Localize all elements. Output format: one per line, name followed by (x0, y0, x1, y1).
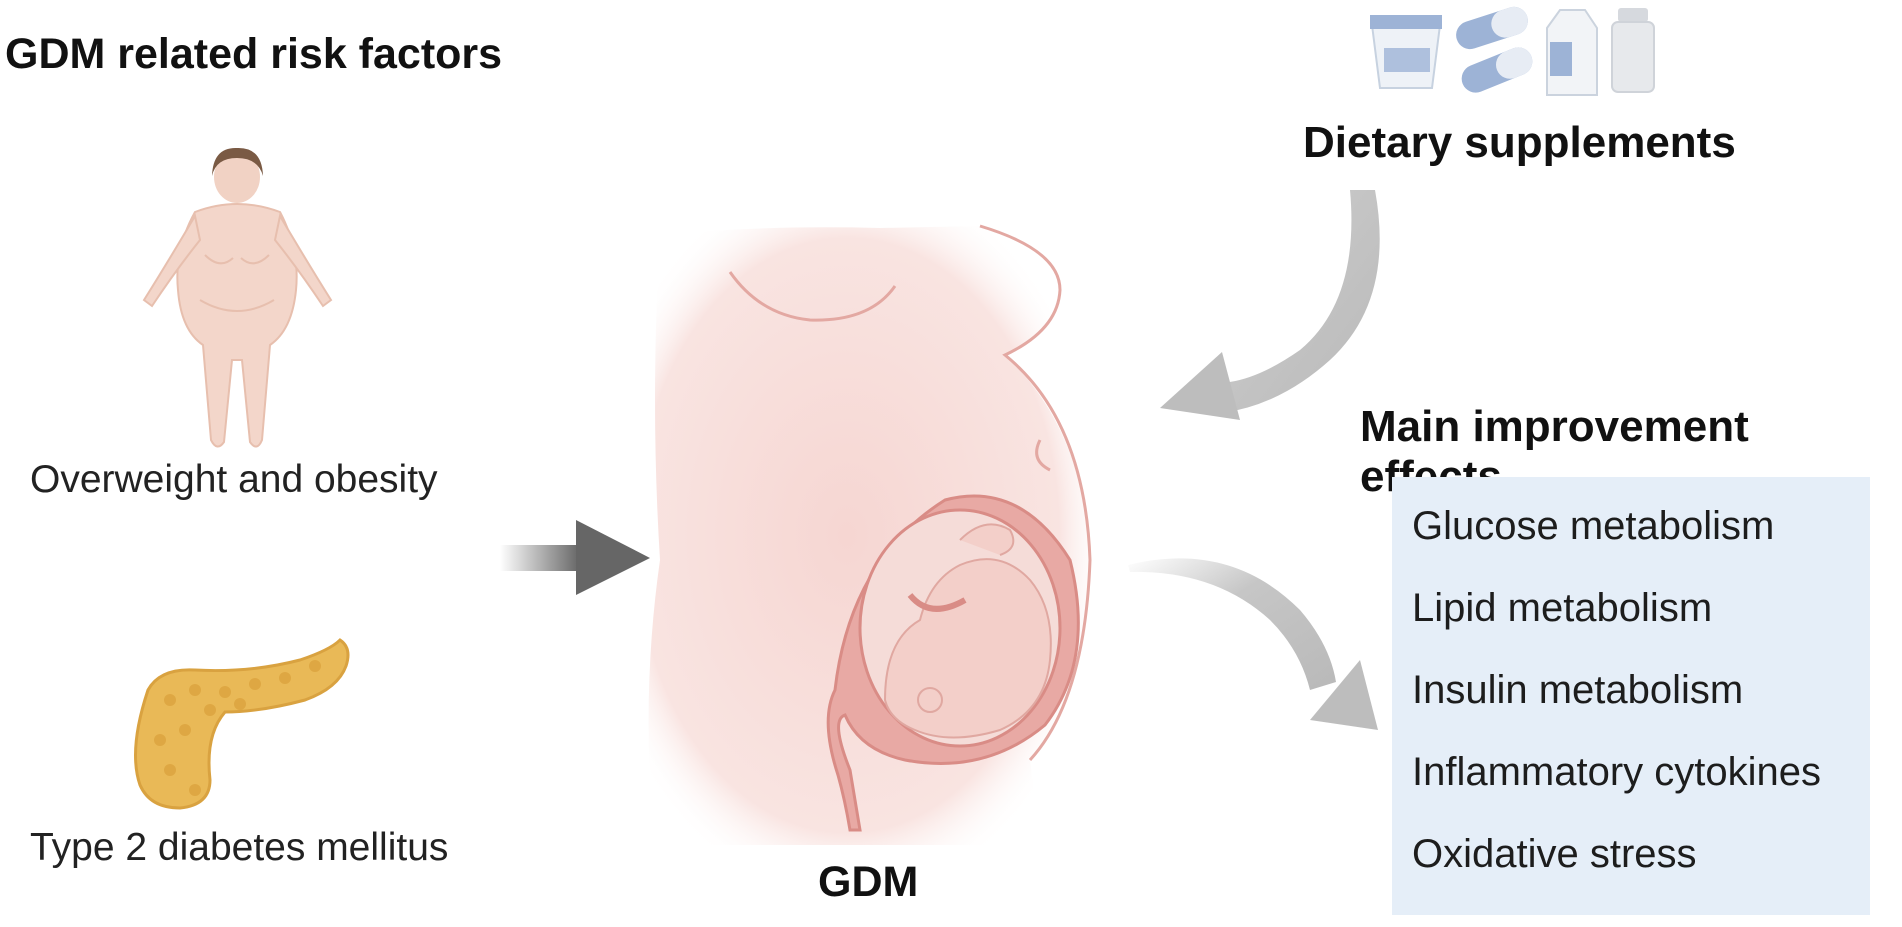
pancreas-icon (134, 638, 350, 810)
gdm-to-effects-arrow (1128, 558, 1378, 730)
risk-factor-label-obesity: Overweight and obesity (30, 458, 438, 501)
risk-to-gdm-arrow (500, 520, 650, 595)
risk-factors-title: GDM related risk factors (5, 30, 503, 78)
main-effects-title: Main improvement effects (1360, 402, 1749, 501)
effect-item-insulin: Insulin metabolism (1412, 668, 1744, 712)
effect-item-glucose: Glucose metabolism (1412, 504, 1775, 548)
obese-woman-icon (142, 147, 333, 448)
effect-item-oxidative: Oxidative stress (1412, 832, 1697, 876)
risk-factor-label-diabetes: Type 2 diabetes mellitus (30, 826, 449, 869)
gdm-label: GDM (818, 858, 919, 906)
capsule-pills-icon (1456, 6, 1533, 93)
yogurt-cup-icon (1370, 15, 1442, 89)
milk-carton-icon (1546, 9, 1598, 96)
supplements-to-gdm-arrow (1160, 190, 1380, 420)
effect-item-lipid: Lipid metabolism (1412, 586, 1713, 630)
pregnant-uterus-fetus-icon (648, 224, 1092, 845)
effect-item-inflammatory: Inflammatory cytokines (1412, 750, 1822, 794)
supplement-bottle-icon (1611, 8, 1655, 93)
effects-list-box: Glucose metabolism Lipid metabolism Insu… (1392, 477, 1870, 915)
dietary-supplements-title: Dietary supplements (1303, 118, 1736, 167)
